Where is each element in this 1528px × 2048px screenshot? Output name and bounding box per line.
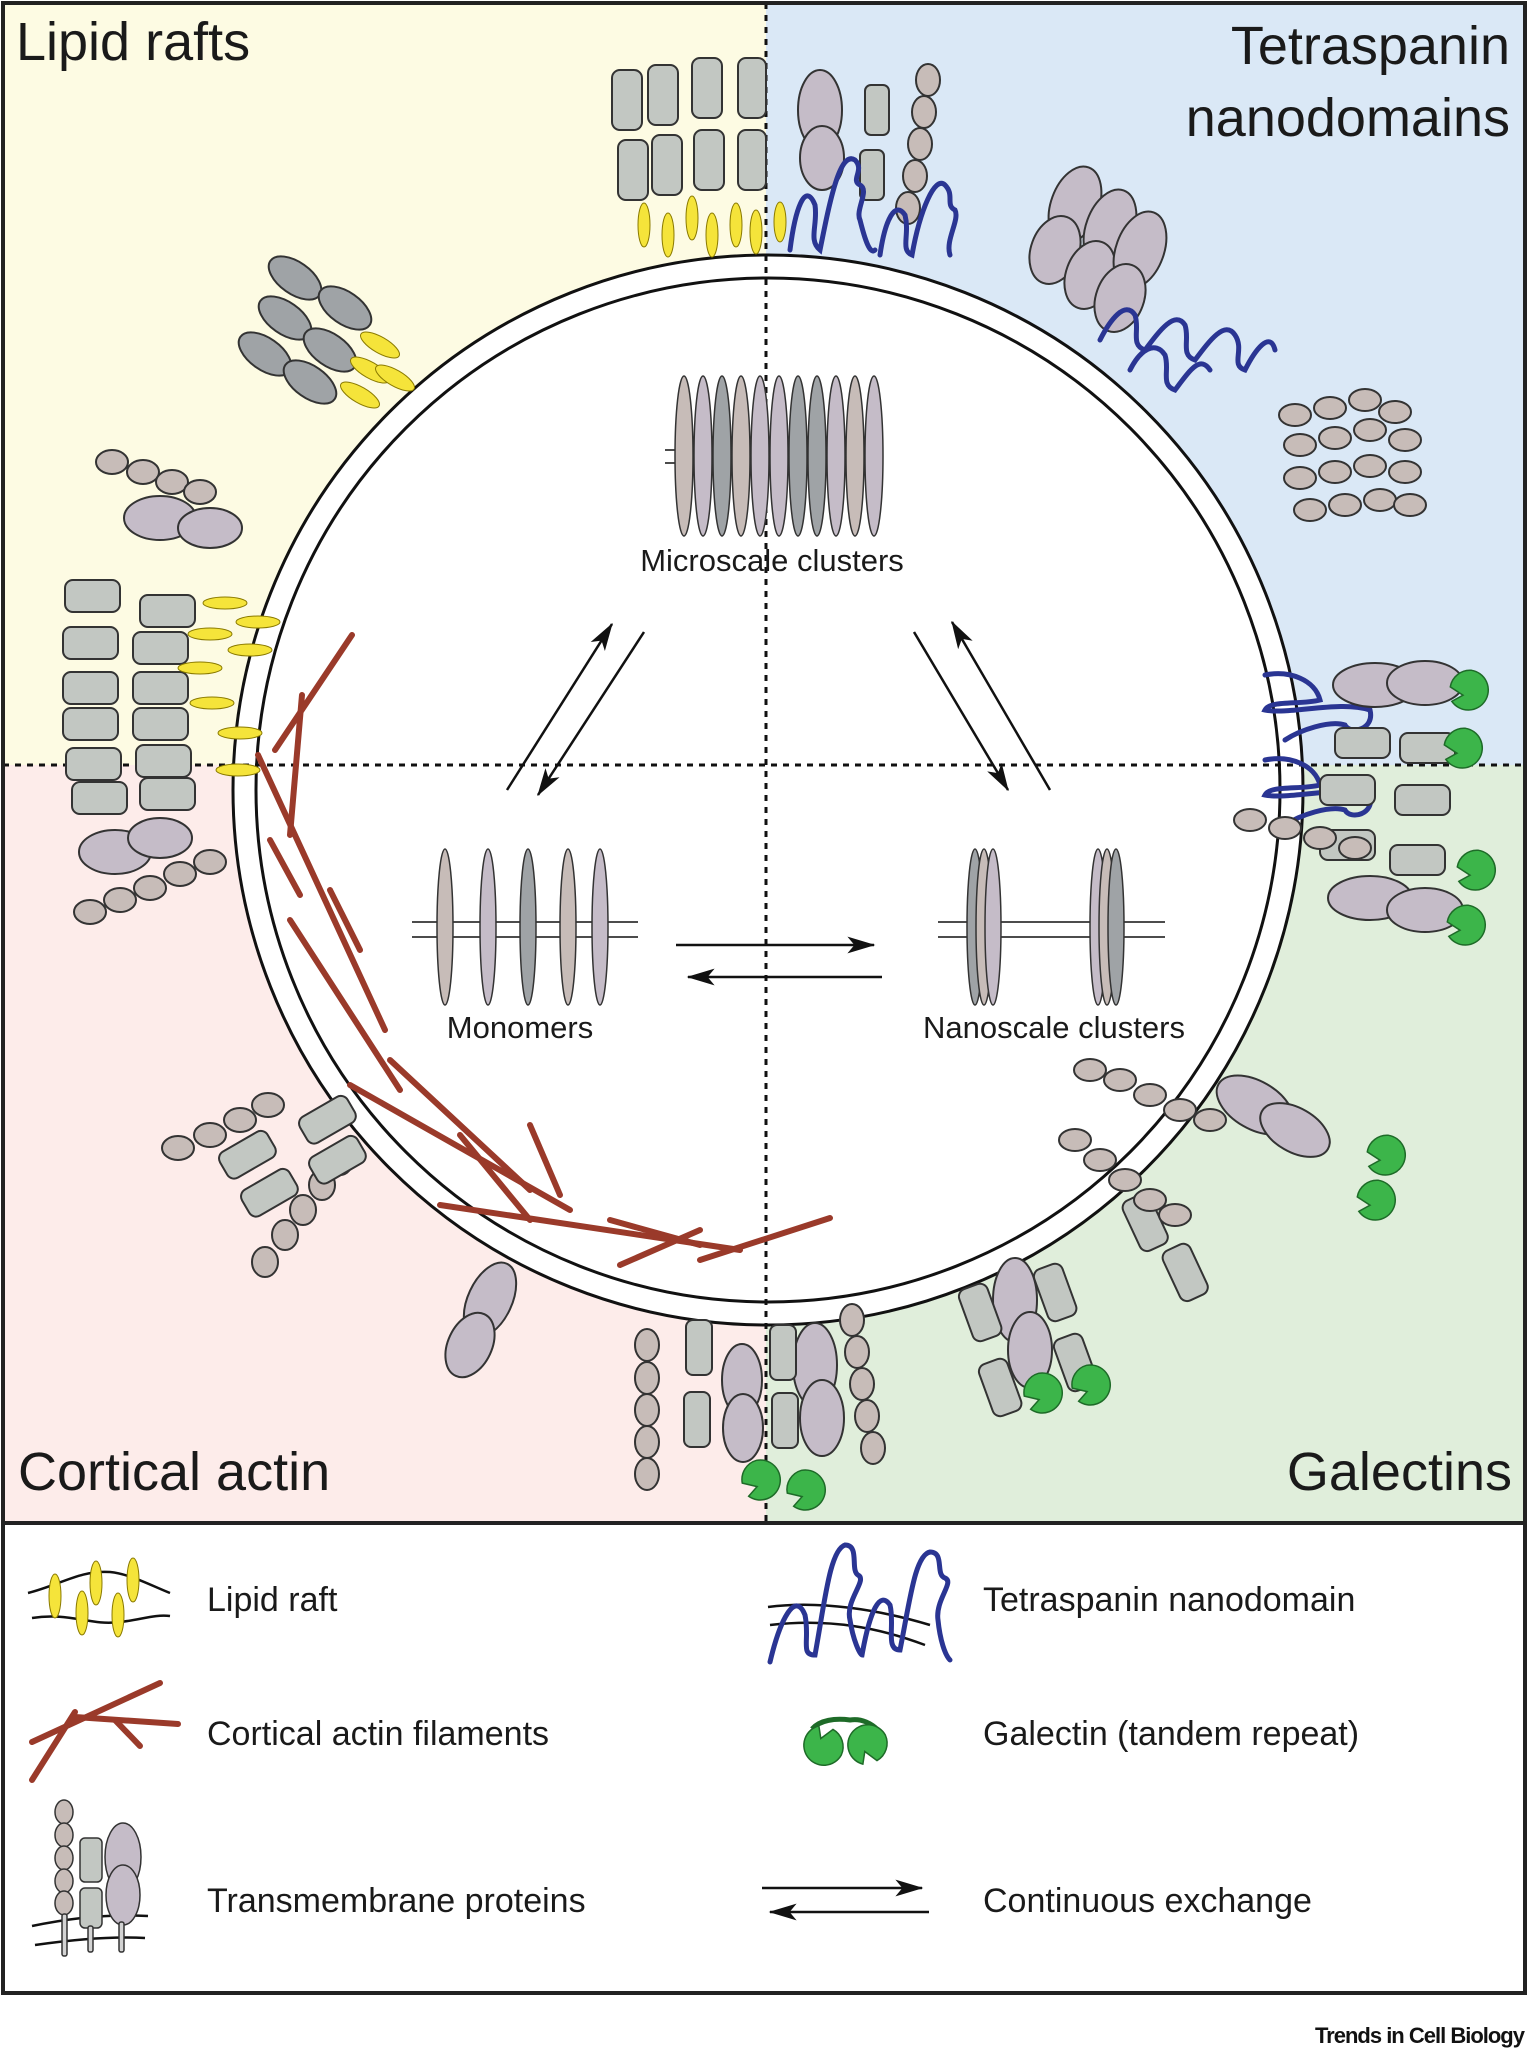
exchange-arrows-icon bbox=[762, 1879, 929, 1921]
actin-filament-icon bbox=[29, 1680, 181, 1783]
arrow-micro-to-monomer bbox=[536, 631, 646, 797]
tetraspanin-nanodomains bbox=[787, 156, 1374, 828]
tm-proteins-left bbox=[73, 449, 243, 925]
arrow-monomer-to-micro bbox=[505, 622, 614, 791]
quadrant-label-lipid-rafts: Lipid rafts bbox=[16, 12, 250, 72]
cell-interior bbox=[233, 255, 1303, 1325]
tm-proteins-tetraspanin bbox=[797, 63, 1427, 522]
legend-label-tetraspanin: Tetraspanin nanodomain bbox=[983, 1581, 1355, 1619]
nanoscale-cluster bbox=[938, 848, 1165, 1006]
lipid-raft-icon bbox=[27, 1557, 171, 1638]
cortical-actin-filaments bbox=[255, 632, 833, 1268]
transmembrane-protein-icon bbox=[31, 1799, 149, 1957]
raft-protein-cluster-left bbox=[62, 579, 281, 815]
quadrant-label-galectins: Galectins bbox=[1287, 1442, 1512, 1502]
tm-proteins-cortical-actin bbox=[161, 1092, 764, 1491]
raft-protein-cluster-top bbox=[611, 57, 787, 258]
label-monomers: Monomers bbox=[447, 1010, 593, 1045]
quadrant-label-tetraspanin-line1: Tetraspanin bbox=[1231, 16, 1510, 76]
exchange-arrows bbox=[505, 620, 1052, 986]
legend-label-exchange: Continuous exchange bbox=[983, 1882, 1312, 1920]
monomers-cluster bbox=[412, 848, 638, 1006]
legend-label-galectin: Galectin (tandem repeat) bbox=[983, 1715, 1359, 1753]
microscale-cluster bbox=[665, 375, 884, 537]
tetraspanin-nanodomain-icon bbox=[767, 1542, 953, 1665]
quadrant-label-cortical-actin: Cortical actin bbox=[18, 1442, 330, 1502]
legend-label-actin: Cortical actin filaments bbox=[207, 1715, 549, 1753]
quadrant-label-tetraspanin-line2: nanodomains bbox=[1186, 88, 1510, 148]
arrow-micro-to-nano bbox=[912, 631, 1010, 792]
journal-credit: Trends in Cell Biology bbox=[1315, 2023, 1526, 2048]
galectin-icon bbox=[795, 1716, 896, 1774]
arrow-nano-to-micro bbox=[950, 620, 1052, 791]
legend-label-transmembrane: Transmembrane proteins bbox=[207, 1882, 586, 1920]
label-microscale-clusters: Microscale clusters bbox=[640, 543, 904, 578]
raft-protein-cluster-diagonal bbox=[237, 255, 373, 405]
tm-proteins-galectins bbox=[769, 660, 1464, 1465]
label-nanoscale-clusters: Nanoscale clusters bbox=[923, 1010, 1185, 1045]
legend-label-lipid-raft: Lipid raft bbox=[207, 1581, 338, 1619]
legend-frame bbox=[1, 1521, 1527, 1995]
legend: Lipid raft Tetraspanin nanodomain Cortic… bbox=[1, 1521, 1527, 1995]
